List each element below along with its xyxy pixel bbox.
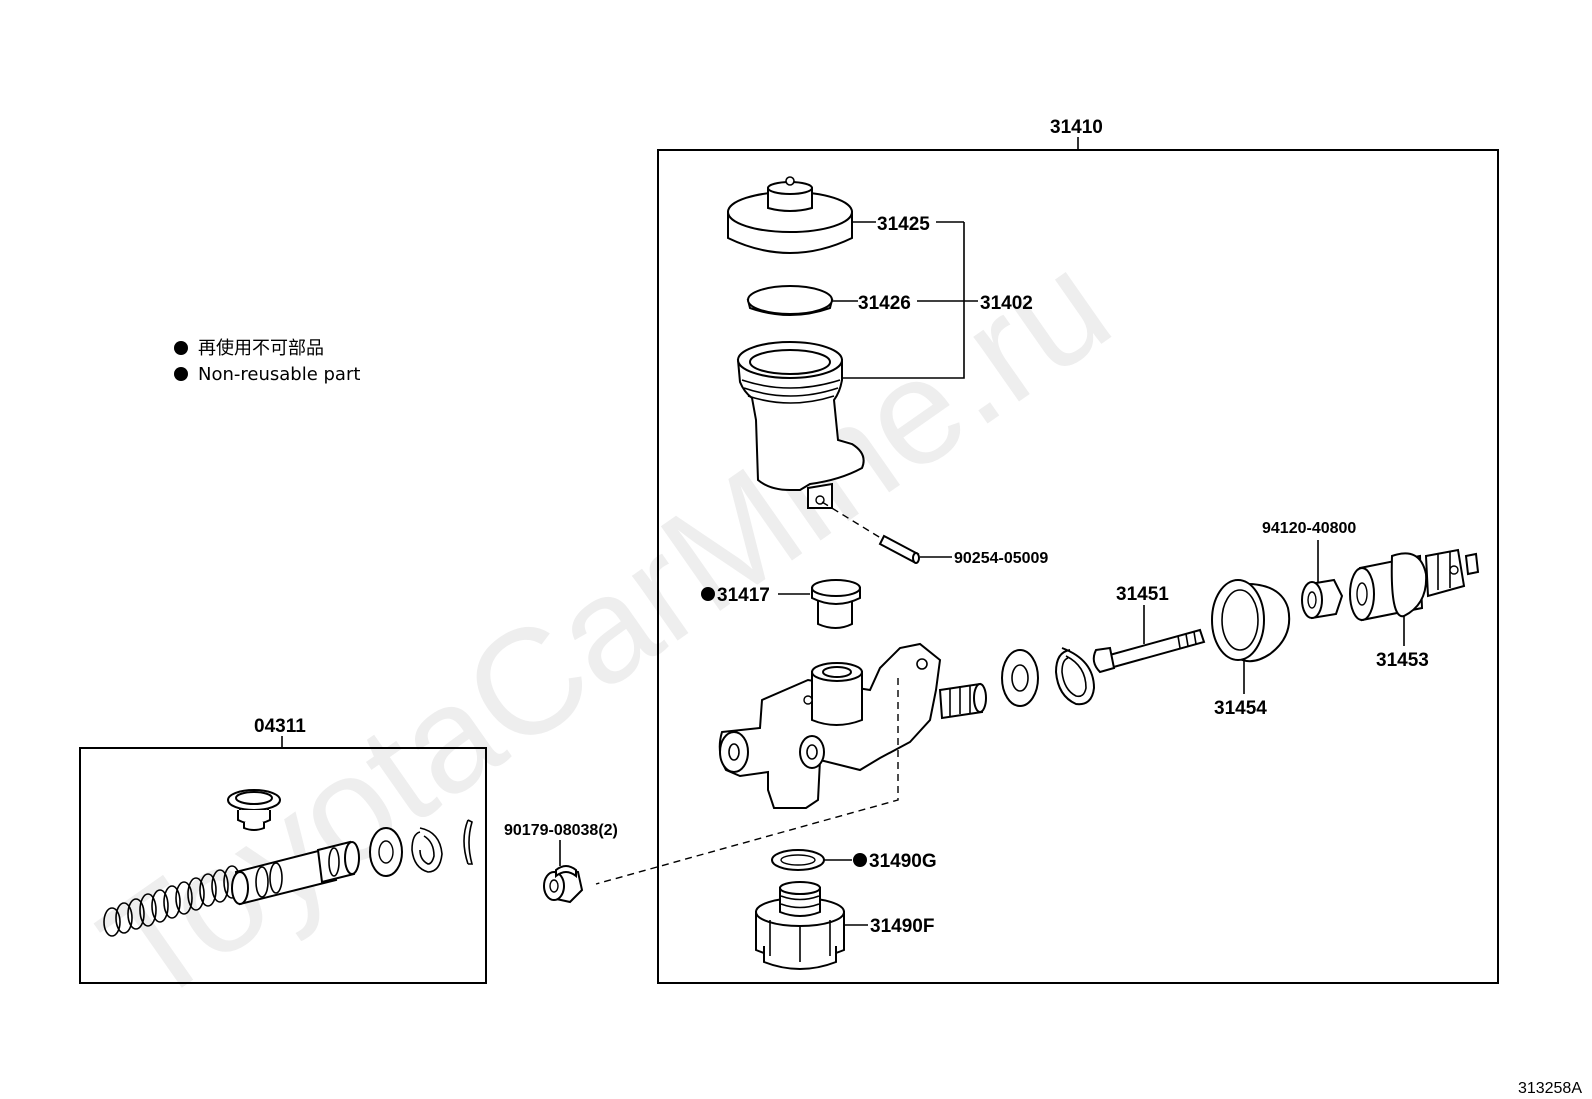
boot — [1211, 579, 1291, 663]
kit-washer — [369, 827, 403, 877]
snap-ring — [1054, 647, 1096, 706]
legend-bullet-icon — [174, 367, 188, 381]
clevis — [1349, 548, 1480, 622]
pin — [878, 534, 920, 564]
label-31453: 31453 — [1376, 650, 1429, 671]
label-94120-40800: 94120-40800 — [1262, 520, 1356, 537]
label-31454: 31454 — [1214, 698, 1267, 719]
legend-bullet-icon — [174, 341, 188, 355]
kit-plug — [227, 789, 281, 831]
diaphragm — [746, 285, 834, 316]
legend-en: Non-reusable part — [198, 364, 360, 385]
label-31426: 31426 — [858, 293, 911, 314]
non-reusable-bullet-icon — [853, 853, 867, 867]
reservoir-tank — [736, 341, 865, 509]
kit-spring — [103, 865, 241, 937]
union-bolt — [755, 881, 845, 970]
label-04311: 04311 — [254, 716, 306, 737]
grommet — [811, 579, 861, 629]
master-cylinder-body — [718, 642, 987, 809]
label-31410: 31410 — [1050, 117, 1103, 138]
legend-jp: 再使用不可部品 — [198, 338, 324, 359]
label-31402: 31402 — [980, 293, 1033, 314]
reference-code: 313258A — [1518, 1080, 1582, 1097]
label-31451: 31451 — [1116, 584, 1169, 605]
label-31490G: 31490G — [869, 851, 937, 872]
label-31425: 31425 — [877, 214, 930, 235]
kit-clip — [463, 819, 474, 865]
push-rod — [1092, 628, 1206, 674]
label-31490F: 31490F — [870, 916, 934, 937]
non-reusable-bullet-icon — [701, 587, 715, 601]
reservoir-cap — [727, 176, 853, 254]
label-90179-08038: 90179-08038(2) — [504, 822, 618, 839]
flange-nut — [543, 865, 584, 904]
kit-piston — [231, 840, 360, 906]
label-31417: 31417 — [717, 585, 770, 606]
kit-snap-ring — [411, 827, 443, 873]
nut — [1301, 578, 1344, 620]
repair-kit-box-04311 — [79, 747, 487, 984]
label-90254-05009: 90254-05009 — [954, 550, 1048, 567]
gasket — [771, 849, 825, 871]
washer — [1001, 649, 1039, 707]
